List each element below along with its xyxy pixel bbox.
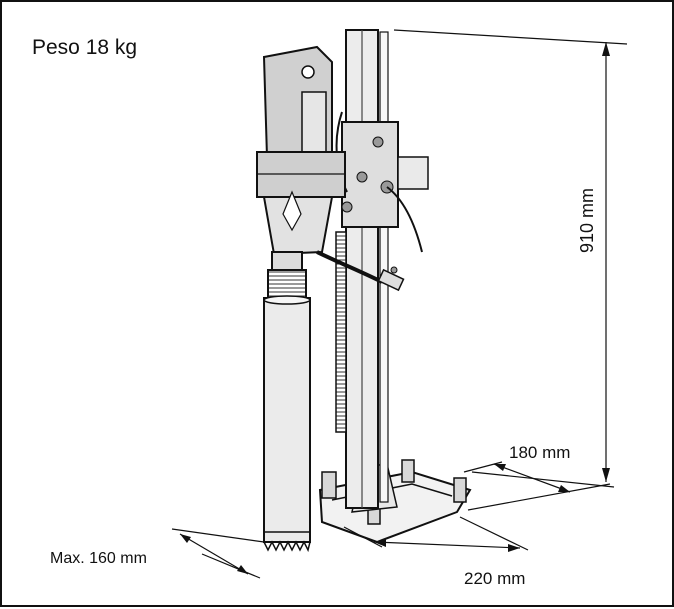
carriage — [335, 111, 429, 253]
water-connection — [316, 250, 405, 292]
depth-dimension-label: 180 mm — [509, 443, 571, 462]
gauge-icon — [301, 65, 315, 79]
weight-label: Peso 18 kg — [32, 36, 138, 59]
width-dimension — [343, 516, 529, 552]
height-dimension-label: 910 mm — [577, 187, 597, 253]
depth-dimension — [463, 461, 611, 511]
width-dimension-label: 220 mm — [464, 569, 526, 588]
drill-column — [335, 29, 389, 509]
spindle-chuck — [267, 251, 307, 299]
bit-diameter-label: Max. 160 mm — [50, 550, 147, 567]
base-plate — [318, 459, 472, 544]
column-rack — [335, 231, 347, 433]
bit-diameter-dimension — [171, 528, 265, 579]
motor-housing — [256, 45, 346, 256]
core-bit — [263, 295, 311, 553]
height-dimension — [393, 29, 628, 488]
